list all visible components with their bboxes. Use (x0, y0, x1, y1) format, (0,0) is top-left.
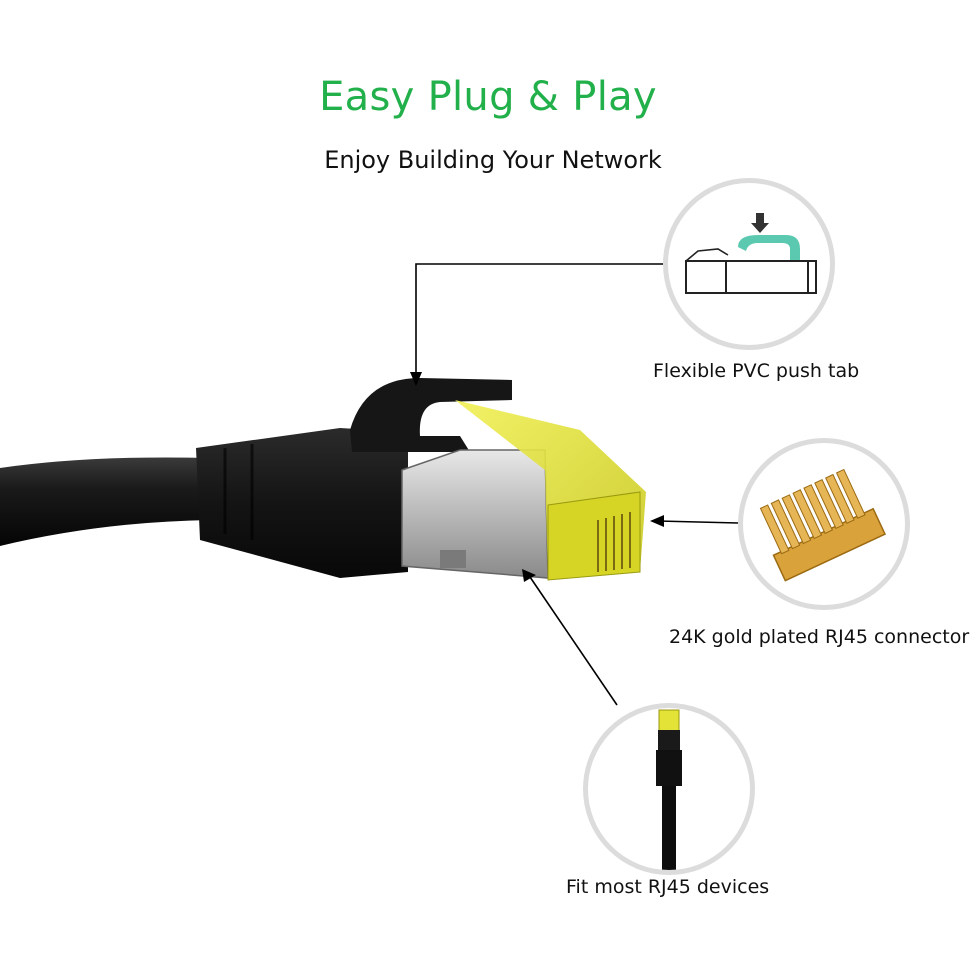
cable-body (0, 457, 210, 546)
metal-shield (401, 449, 549, 579)
push-tab-diagram-icon (685, 213, 817, 294)
feature-label-push-tab: Flexible PVC push tab (653, 360, 860, 382)
feature-label-gold-connector: 24K gold plated RJ45 connector (669, 626, 970, 648)
cable-plug-icon (656, 709, 682, 870)
push-tab-callout (663, 178, 835, 350)
gold-contacts-icon (759, 468, 887, 582)
feature-label-rj45-devices: Fit most RJ45 devices (566, 876, 770, 898)
push-tab (350, 378, 512, 452)
arrow-head-3 (522, 569, 536, 582)
callout-lines (415, 263, 739, 706)
boot (196, 428, 408, 578)
rj45-devices-callout (583, 703, 755, 875)
subheadline: Enjoy Building Your Network (324, 146, 662, 174)
arrow-head-1 (410, 372, 422, 386)
arrow-head-2 (650, 515, 664, 527)
gold-contacts-callout (738, 438, 910, 610)
headline: Easy Plug & Play (319, 74, 657, 120)
